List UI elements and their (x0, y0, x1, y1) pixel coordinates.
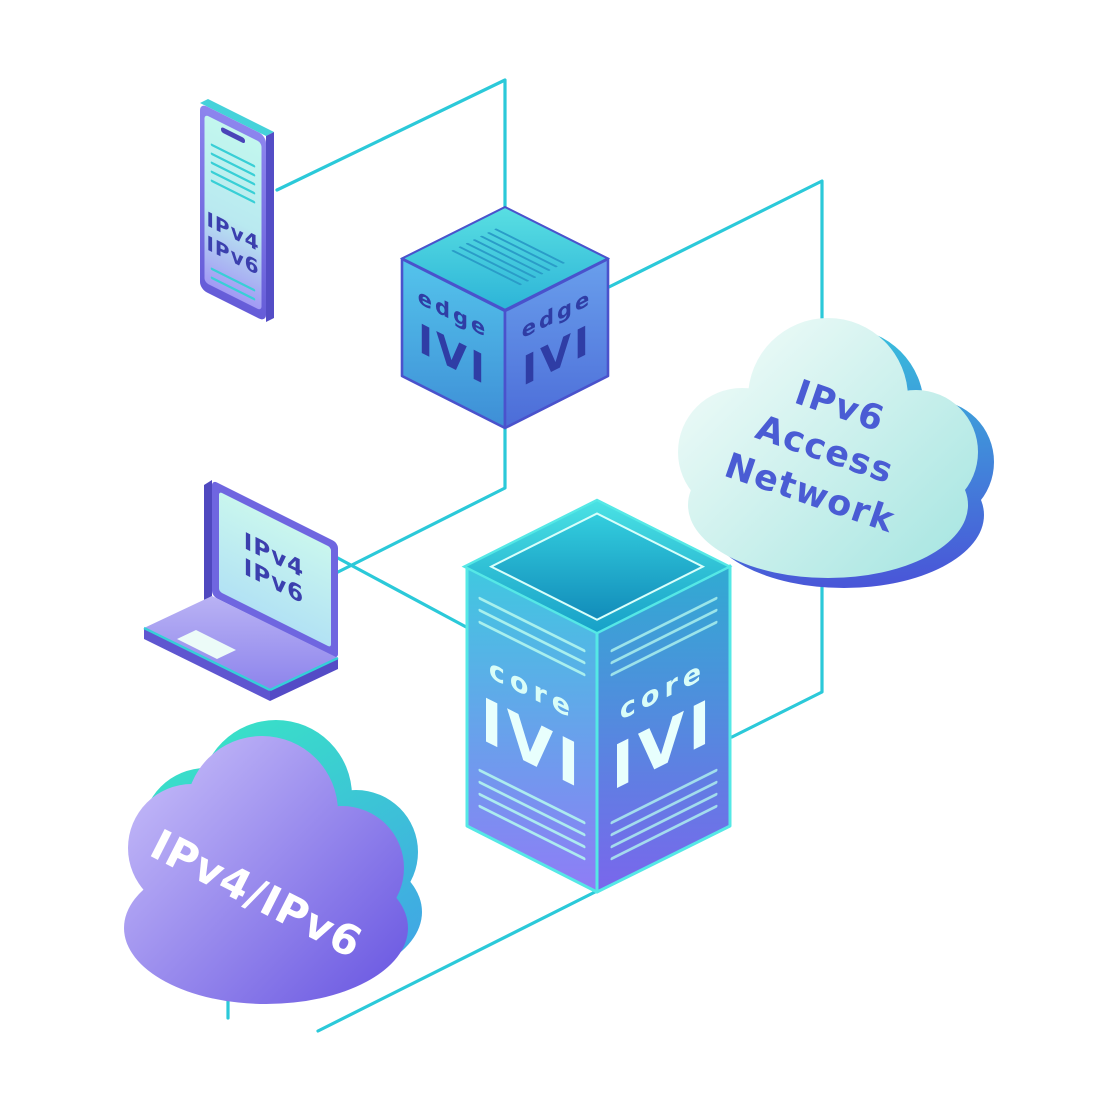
phone-screen (204, 115, 262, 310)
phone-top-face (200, 99, 274, 136)
core-left-vents (478, 596, 586, 861)
access-cloud-body (678, 318, 978, 578)
edge-router-cube: edge IVI edge IVI (399, 205, 611, 430)
edge-top-lines (451, 228, 565, 286)
laptop-trackpad (177, 630, 236, 659)
phone-side-face (266, 132, 274, 322)
core-server: core IVI core IVI (461, 498, 733, 894)
core-right-vents (610, 596, 718, 861)
phone-notch (221, 127, 245, 144)
laptop-base-top (144, 596, 338, 690)
link-core-to-dualstack-cloud (316, 889, 599, 1033)
phone-screen-lines (210, 143, 256, 301)
link-laptop-to-core (332, 554, 470, 630)
laptop-screen (219, 492, 331, 647)
laptop-base-front (144, 628, 270, 701)
laptop-base-accent-right (269, 656, 339, 692)
access-network-cloud: IPv6 Access Network (678, 318, 994, 588)
laptop: IPv4 IPv6 (143, 480, 339, 701)
link-edge-to-laptop (330, 424, 507, 577)
dual-stack-cloud-body (124, 736, 408, 1004)
dual-stack-cloud: IPv4/IPv6 (124, 720, 422, 1004)
smartphone: IPv4 IPv6 (200, 99, 274, 322)
laptop-base-accent (143, 626, 271, 692)
core-top-face (461, 498, 733, 635)
laptop-screen-edge (204, 480, 212, 601)
link-phone-to-edge (275, 78, 507, 212)
laptop-base-right (270, 658, 338, 701)
edge-right-face (503, 257, 610, 430)
